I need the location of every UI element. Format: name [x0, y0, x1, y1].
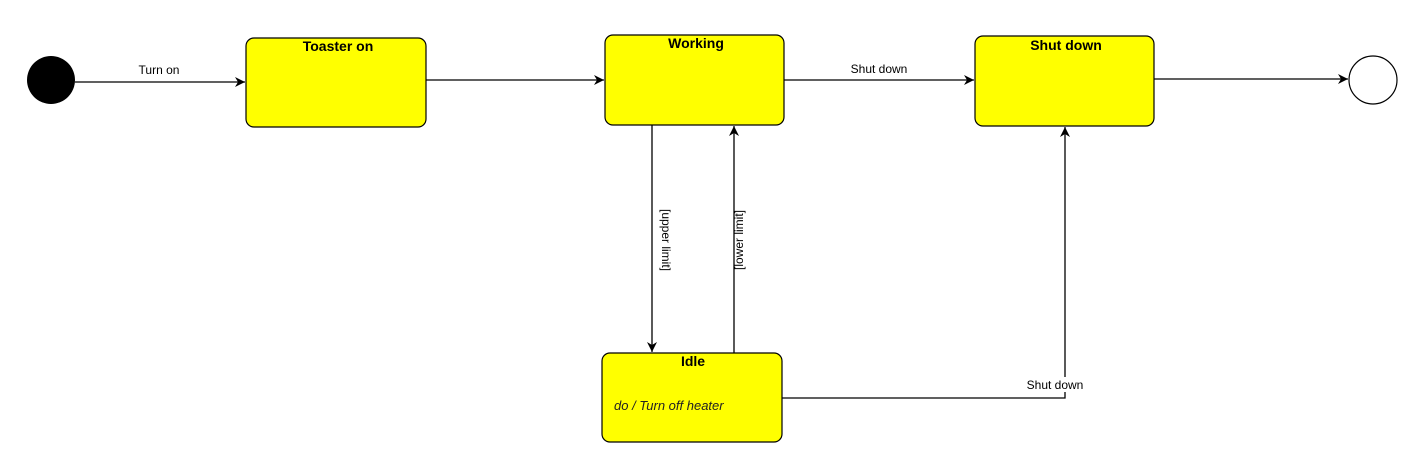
state-idle[interactable]: Idle do / Turn off heater — [601, 352, 783, 443]
transition-idle-to-shutdown-label-bg — [1022, 377, 1086, 392]
transition-lower-limit-label: [lower limit] — [732, 210, 746, 270]
state-working-title: Working — [668, 35, 724, 51]
final-node — [1348, 55, 1398, 105]
state-toaster-on-title: Toaster on — [303, 38, 374, 54]
initial-node — [27, 56, 75, 104]
transition-idle-to-shutdown — [782, 127, 1070, 399]
transition-upper-limit-label: [upper limit] — [659, 209, 673, 271]
state-idle-action: do / Turn off heater — [614, 398, 724, 413]
state-toaster-on[interactable]: Toaster on — [245, 37, 427, 128]
transition-turn-on-label: Turn on — [139, 63, 180, 77]
state-shut-down-title: Shut down — [1030, 37, 1102, 53]
state-working[interactable]: Working — [604, 34, 785, 126]
state-idle-title: Idle — [681, 353, 705, 369]
transition-working-to-shutdown-label: Shut down — [851, 62, 908, 76]
transition-idle-to-shutdown-label: Shut down — [1027, 378, 1084, 392]
state-shut-down[interactable]: Shut down — [974, 35, 1155, 127]
